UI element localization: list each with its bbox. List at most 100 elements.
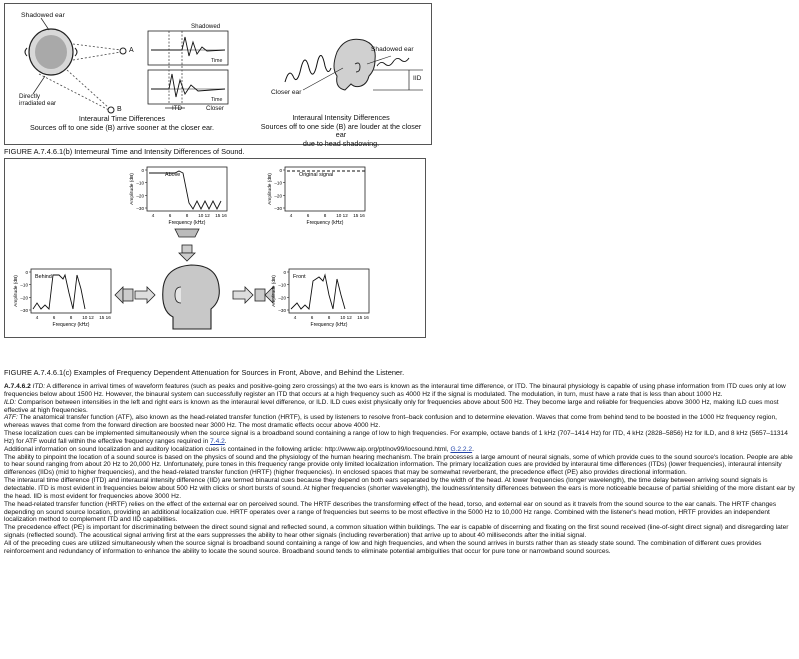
x-tick-label: 10 12 [340,315,352,320]
y-axis-label: Amplitude (dB) [129,173,135,205]
plot-label-time-bottom: Time [211,97,223,103]
label-shadowed-ear-right: Shadowed ear [371,46,414,53]
x-tick-label: 15 16 [357,315,369,320]
attenuation-curve [149,170,222,211]
y-tick-label: 0 [25,270,28,275]
itd-text: A difference in arrival times of wavefor… [4,383,786,398]
figure-c-label: FIGURE A.7.4.6.1(c) Examples of Frequenc… [4,368,405,377]
y-tick-label: 0 [283,270,286,275]
y-tick-label: –10 [20,283,28,288]
figure-frequency-attenuation: 0 –10 –20 –30 4 6 8 10 12 15 16 Frequency (kHz) Am… [4,158,426,338]
x-tick-label: 10 12 [198,213,210,218]
figure-itd-iid: Shadowed ear A B Directly irradiated ear… [4,3,432,148]
label-shadowed-ear-left: Shadowed ear [21,12,65,19]
plot-label-time-top: Time [211,58,223,64]
itd-iid-illustration [24,17,423,114]
additional-info-end: . [472,445,474,453]
panel-label: Front [293,274,306,280]
attenuation-curve [290,273,346,310]
y-tick-label: –20 [136,193,144,198]
paragraph-additional-info: Additional information on sound localiza… [4,446,795,454]
y-tick-label: –30 [278,308,286,313]
plot-frame [288,268,370,314]
link-g-2-2-2[interactable]: G.2.2.2 [450,445,473,453]
paragraph-localization-cues: These localization cues can be implement… [4,430,795,446]
caption-iid-line1: Sources off to one side (B) are louder a… [260,121,422,139]
caption-iid-line2: due to head shadowing. [302,138,380,148]
term-atf: ATF: [4,414,18,422]
plot-frame [146,166,228,212]
y-axis-label: Amplitude (dB) [267,173,273,205]
y-tick-label: 0 [279,168,282,173]
y-tick-label: –30 [136,206,144,211]
body-text: A.7.4.6.2 ITD: A difference in arrival t… [4,383,795,556]
x-tick-label: 6 [53,315,56,320]
label-iid: IID [413,75,422,82]
chart-front: 0 –10 –20 –30 4 6 8 10 12 15 16 Frequency (kHz) Am… [271,268,370,328]
y-tick-label: –10 [278,283,286,288]
y-axis-label: Amplitude (dB) [271,275,277,307]
paragraph-binaural: The interaural time difference (ITD) and… [4,477,795,500]
x-tick-label: 6 [311,315,314,320]
localization-cues-end: . [224,437,227,445]
paragraph-itd: A.7.4.6.2 ITD: A difference in arrival t… [4,383,795,399]
plot-label-closer: Closer [206,105,224,112]
x-tick-label: 8 [70,315,73,320]
x-tick-label: 4 [294,315,297,320]
x-axis-label: Frequency (kHz) [307,220,344,226]
x-tick-label: 10 12 [82,315,94,320]
x-tick-label: 8 [324,213,327,218]
y-tick-label: 0 [141,168,144,173]
additional-info-text: Additional information on sound localiza… [4,445,451,453]
label-closer-ear: Closer ear [271,89,302,96]
y-tick-label: –10 [136,181,144,186]
x-tick-label: 4 [290,213,293,218]
caption-iid-title: Interaural Intensity Differences [292,113,390,122]
x-tick-label: 4 [152,213,155,218]
label-source-a: A [129,47,134,54]
term-ild: ILD: [4,398,17,406]
paragraph-hrtf: The head-related transfer function (HRTF… [4,500,777,524]
x-tick-label: 15 16 [99,315,111,320]
link-7-4-2[interactable]: 7.4.2 [210,437,225,445]
figure-b-label: FIGURE A.7.4.6.1(b) Interneural Time and… [4,147,245,156]
section-number: A.7.4.6.2 [4,383,31,390]
atf-text: The anatomical transfer function (ATF), … [4,414,777,430]
x-tick-label: 15 16 [215,213,227,218]
y-tick-label: –10 [274,181,282,186]
term-itd: ITD: [32,383,46,390]
caption-iid: Interaural Intensity Differences Sources… [255,113,427,148]
x-tick-label: 6 [169,213,172,218]
y-tick-label: –20 [278,295,286,300]
x-tick-label: 15 16 [353,213,365,218]
x-tick-label: 4 [36,315,39,320]
attenuation-illustration [114,228,274,330]
paragraph-combined-cues: All of the preceding cues are utilized s… [4,539,762,555]
y-tick-label: –30 [20,308,28,313]
label-directly-irradiated-ear: Directly irradiated ear [19,93,57,107]
x-axis-label: Frequency (kHz) [169,220,206,226]
caption-itd-title: Interaural Time Differences [78,114,166,123]
paragraph-atf: ATF: The anatomical transfer function (A… [4,414,795,430]
attenuation-curve [32,273,86,310]
panel-label: Above [165,172,180,178]
plot-label-shadowed: Shadowed [191,23,221,30]
y-tick-label: –30 [274,206,282,211]
ild-text: Comparison between intensities in the le… [4,398,779,414]
plot-frame [284,166,366,212]
paragraph-pinpoint: The ability to pinpoint the location of … [4,453,793,477]
paragraph-precedence: The precedence effect (PE) is important … [4,524,789,540]
x-tick-label: 10 12 [336,213,348,218]
x-tick-label: 8 [328,315,331,320]
localization-cues-text: These localization cues can be implement… [4,430,788,445]
x-tick-label: 6 [307,213,310,218]
label-source-b: B [117,106,122,113]
x-axis-label: Frequency (kHz) [53,322,90,328]
y-axis-label: Amplitude (dB) [13,275,19,307]
caption-itd: Interaural Time Differences Sources off … [9,114,235,132]
caption-itd-body: Sources off to one side (B) arrive soone… [29,122,215,132]
x-axis-label: Frequency (kHz) [311,322,348,328]
